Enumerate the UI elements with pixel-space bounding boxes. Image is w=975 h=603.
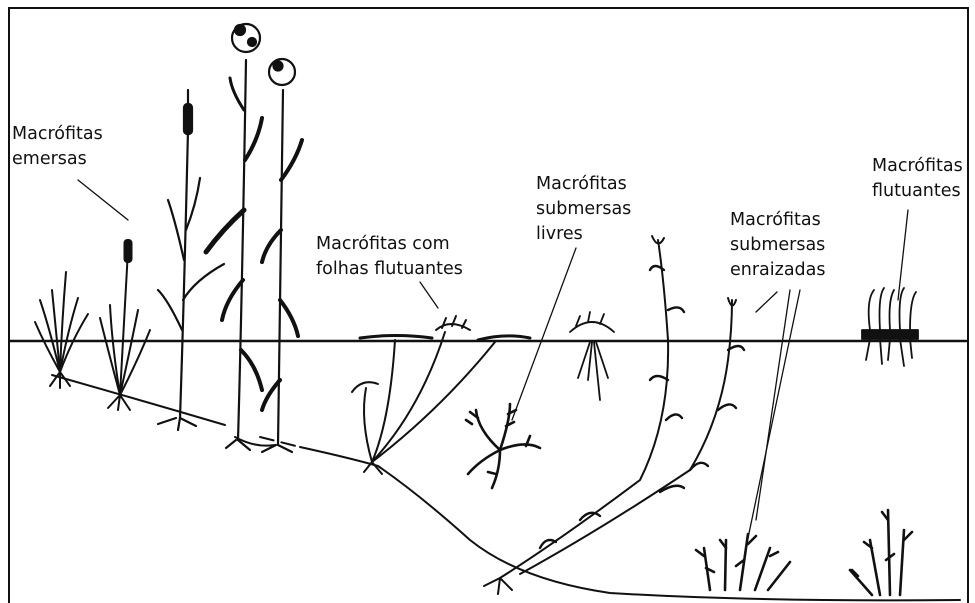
label-free-submerged-line1: Macrófitas xyxy=(536,172,631,197)
label-free-submerged-macrophytes: Macrófitas submersas livres xyxy=(536,172,631,247)
lake-bottom-profile xyxy=(52,375,960,600)
label-free-submerged-line3: livres xyxy=(536,222,631,247)
label-rooted-submerged-line1: Macrófitas xyxy=(730,208,826,233)
label-rooted-submerged-macrophytes: Macrófitas submersas enraizadas xyxy=(730,208,826,283)
label-rooted-submerged-line3: enraizadas xyxy=(730,258,826,283)
free-floating-plant-right xyxy=(862,288,918,366)
free-submerged-plant xyxy=(466,404,540,488)
label-emergent-line1: Macrófitas xyxy=(12,122,103,147)
label-floating-leaf-line1: Macrófitas com xyxy=(316,232,463,257)
rooted-submerged-bushy-plant-2 xyxy=(850,510,912,595)
label-emergent-macrophytes: Macrófitas emersas xyxy=(12,122,103,172)
label-rooted-submerged-line2: submersas xyxy=(730,233,826,258)
label-floating-line2: flutuantes xyxy=(872,179,963,204)
rooted-submerged-long-stem-plant xyxy=(484,236,744,594)
label-floating-leaf-line2: folhas flutuantes xyxy=(316,257,463,282)
emergent-grass-tuft-plant xyxy=(35,272,88,388)
label-floating-line1: Macrófitas xyxy=(872,154,963,179)
emergent-tall-flowering-plant xyxy=(206,24,262,450)
emergent-small-cattail-plant xyxy=(100,240,150,410)
label-floating-leaf-macrophytes: Macrófitas com folhas flutuantes xyxy=(316,232,463,282)
label-emergent-line2: emersas xyxy=(12,147,103,172)
emergent-tall-flowering-plant-2 xyxy=(262,59,302,452)
free-floating-rosette-plant xyxy=(570,312,614,400)
rooted-submerged-bushy-plant xyxy=(696,534,790,590)
label-free-submerged-line2: submersas xyxy=(536,197,631,222)
emergent-tall-cattail-plant xyxy=(158,90,224,430)
label-floating-macrophytes: Macrófitas flutuantes xyxy=(872,154,963,204)
